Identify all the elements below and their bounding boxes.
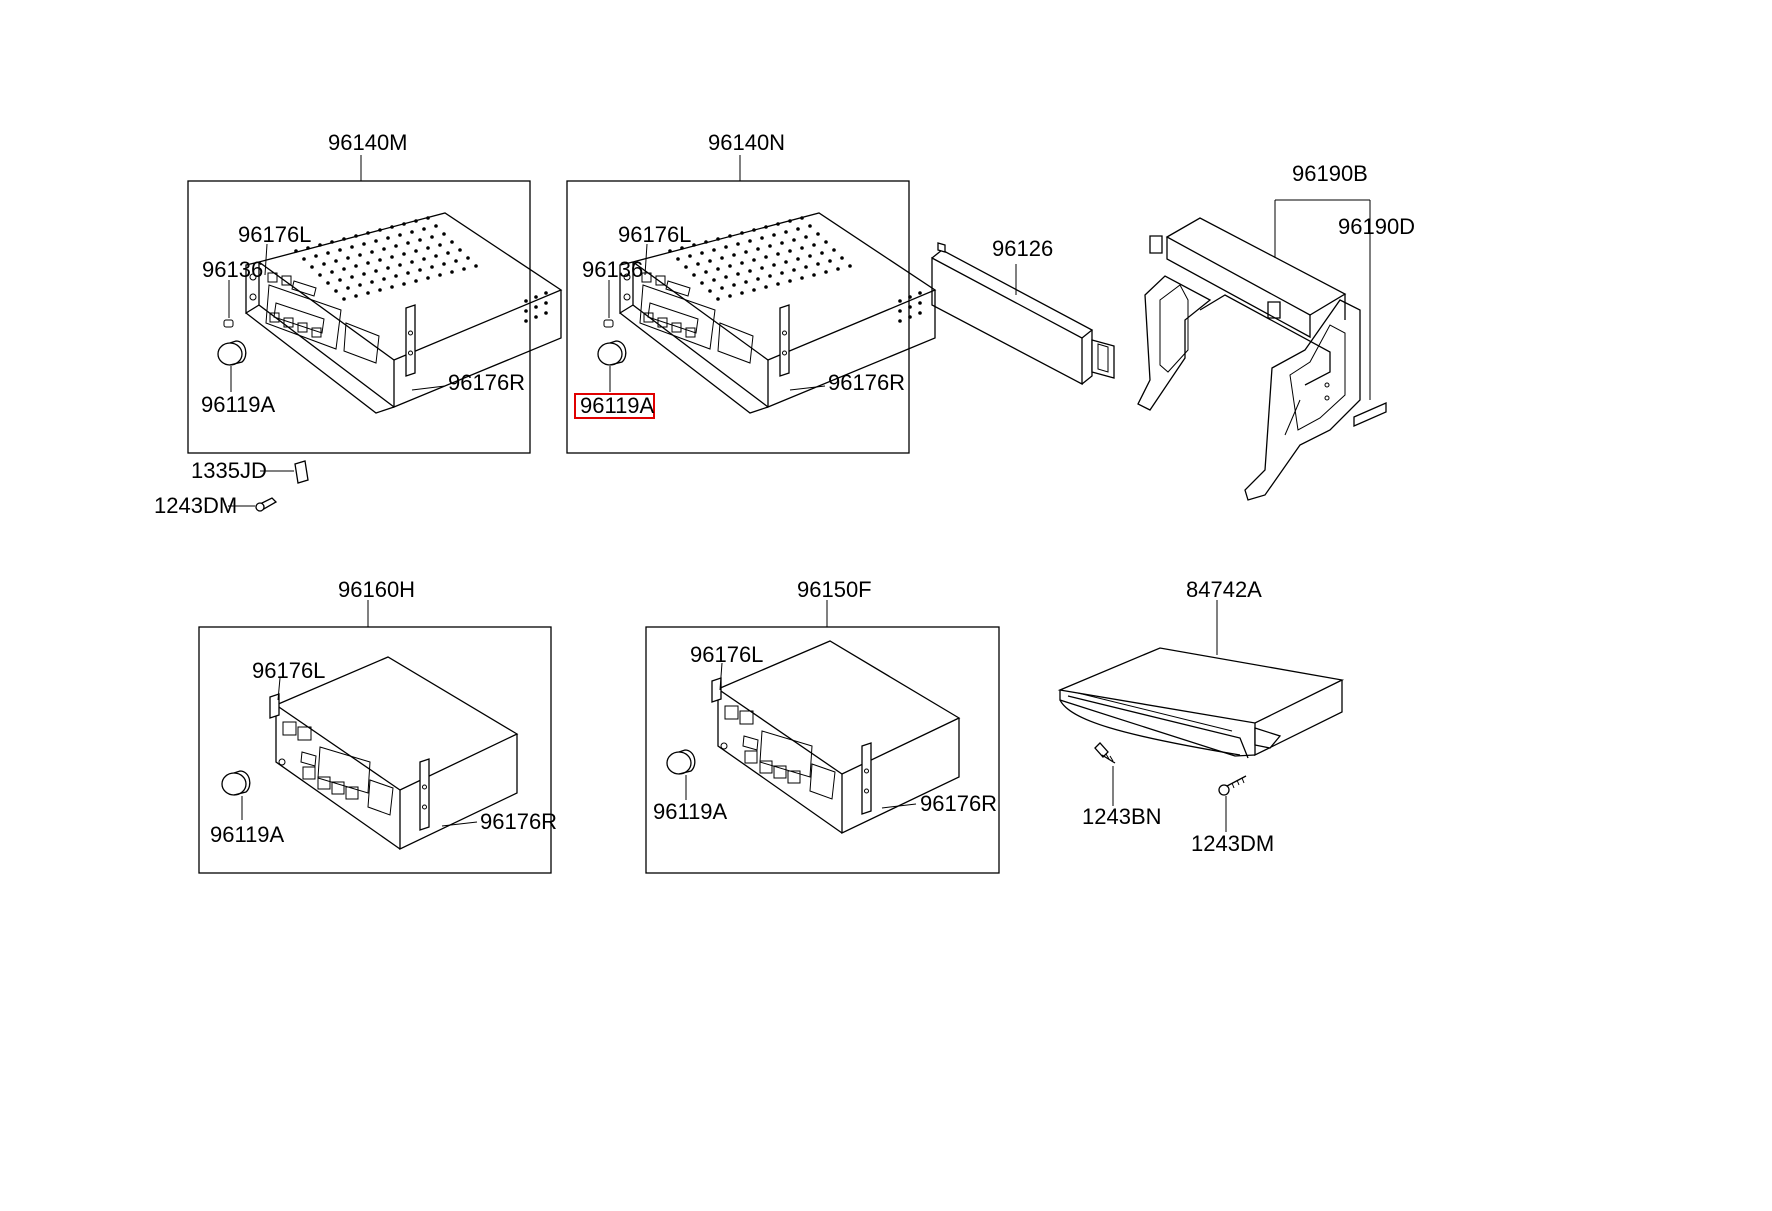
label-1335JD: 1335JD (191, 458, 267, 483)
label-96136: 96136 (202, 257, 263, 282)
knob-drawing (666, 749, 696, 775)
screw-1243DM-right: 1243DM (1191, 775, 1274, 856)
assembly-96150F: 96150F 96176L 96119A 96176R (645, 577, 1000, 874)
part-96190B: 96190B 96190D (1137, 161, 1415, 501)
highlight-box (574, 393, 655, 419)
label-96136: 96136 (582, 257, 643, 282)
part-96126: 96126 (931, 236, 1115, 386)
label-96119A: 96119A (201, 392, 276, 417)
label-1243DM: 1243DM (154, 493, 237, 518)
fastener-1335JD: 1335JD (191, 458, 309, 484)
label-1243DM: 1243DM (1191, 831, 1274, 856)
label-96176L: 96176L (690, 642, 763, 667)
label-96176R: 96176R (480, 809, 557, 834)
part-84742A: 84742A (1057, 577, 1345, 759)
label-96119A-highlighted[interactable]: 96119A (580, 393, 655, 418)
screw-1243DM: 1243DM (154, 493, 278, 518)
label-96176L: 96176L (252, 658, 325, 683)
label-96140M: 96140M (328, 130, 408, 155)
pin-drawing (223, 319, 234, 328)
label-1243BN: 1243BN (1082, 804, 1162, 829)
knob-drawing (597, 340, 627, 366)
label-96176R: 96176R (448, 370, 525, 395)
assembly-96140N: 96140N 96176L 96136 96119A 96176R (566, 130, 936, 454)
label-96190B: 96190B (1292, 161, 1368, 186)
assembly-96160H: 96160H 96176L 96119A 96176R (198, 577, 557, 874)
knob-drawing (217, 340, 247, 366)
screw-1243BN: 1243BN (1082, 742, 1162, 829)
label-96176R: 96176R (920, 791, 997, 816)
label-96119A: 96119A (653, 799, 728, 824)
knob-drawing (221, 770, 251, 796)
label-96176L: 96176L (238, 222, 311, 247)
label-96140N: 96140N (708, 130, 785, 155)
pin-drawing (603, 319, 614, 328)
assembly-frame (645, 626, 1000, 874)
label-96190D: 96190D (1338, 214, 1415, 239)
label-96176L: 96176L (618, 222, 691, 247)
label-96126: 96126 (992, 236, 1053, 261)
label-96150F: 96150F (797, 577, 872, 602)
assembly-frame (198, 626, 552, 874)
label-96176R: 96176R (828, 370, 905, 395)
label-96160H: 96160H (338, 577, 415, 602)
assembly-96140M: 96140M 96176L 96136 96119A 96176R (187, 130, 562, 454)
assembly-frame (187, 180, 531, 454)
label-84742A: 84742A (1186, 577, 1262, 602)
label-96119A: 96119A (210, 822, 285, 847)
